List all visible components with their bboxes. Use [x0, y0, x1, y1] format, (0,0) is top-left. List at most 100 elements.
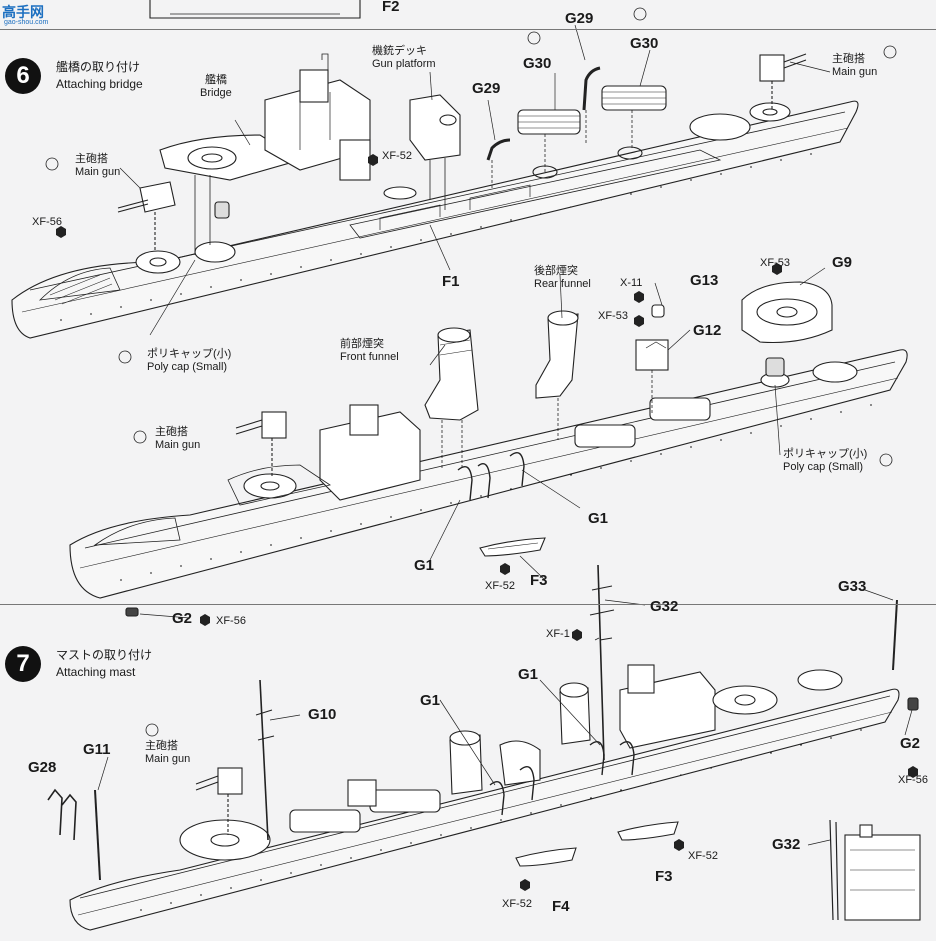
part-g11: G11: [83, 741, 111, 758]
part-g2: G2: [172, 610, 193, 627]
step7-number: 7: [5, 646, 41, 682]
part-g13: G13: [690, 272, 719, 289]
bridge-label-jp: 艦橋: [205, 74, 227, 86]
g1-davits-a: [457, 452, 525, 501]
f3-boat-part: [479, 537, 546, 557]
step7-main-gun-label-jp: 主砲搭: [145, 740, 178, 752]
main-gun-part-d: [195, 767, 243, 835]
divider-middle: [0, 604, 936, 605]
part-xf52-step7-a: XF-52: [688, 850, 718, 862]
part-f1: F1: [442, 273, 460, 290]
main-gun-label-jp-c: 主砲搭: [155, 426, 188, 438]
main-gun-label-en-a: Main gun: [75, 166, 121, 178]
paint-markers: [56, 154, 918, 891]
g11-mast: [94, 789, 101, 881]
part-xf53-a: XF-53: [598, 310, 628, 322]
main-gun-label-jp-a: 主砲搭: [75, 153, 108, 165]
g29-part-b: [582, 66, 601, 145]
part-xf52-a: XF-52: [382, 150, 412, 162]
g10-mast: [255, 679, 275, 841]
polycap-symbols: [45, 7, 897, 737]
g2-part-b: [907, 697, 919, 711]
rear-funnel-part: [535, 310, 579, 440]
polycap-label-en-a: Poly cap (Small): [147, 361, 228, 373]
front-funnel-part: [424, 327, 479, 470]
part-g33: G33: [838, 578, 867, 595]
watermark-url: gao-shou.com: [4, 19, 49, 26]
polycap-label-jp-b: ポリキャップ(小): [783, 448, 868, 460]
part-f3-step7: F3: [655, 868, 673, 885]
step6-ship-lower: [69, 349, 908, 599]
main-gun-part-a: [117, 181, 176, 250]
step6-title-en: Attaching bridge: [56, 77, 143, 91]
g28-parts: [47, 788, 77, 841]
main-gun-label-en-b: Main gun: [832, 66, 878, 78]
part-g2-step7: G2: [900, 735, 921, 752]
part-xf53-b: XF-53: [760, 257, 790, 269]
main-gun-part-c: [235, 411, 287, 478]
step7-title-en: Attaching mast: [56, 665, 136, 679]
part-g30-b: G30: [630, 35, 659, 52]
part-g9: G9: [832, 254, 853, 271]
polycap-label-jp-a: ポリキャップ(小): [147, 348, 232, 360]
main-gun-label-en-c: Main gun: [155, 439, 201, 451]
g33-mast: [892, 599, 898, 671]
rear-funnel-label-en: Rear funnel: [534, 278, 591, 290]
f4-boat-part: [515, 847, 577, 867]
g9-part: [741, 281, 833, 343]
gun-platform-label-jp: 機銃デッキ: [372, 45, 427, 57]
main-gun-label-jp-b: 主砲搭: [832, 53, 865, 65]
part-xf56-step7: XF-56: [898, 774, 928, 786]
g30-part-a: [517, 109, 581, 172]
part-g12: G12: [693, 322, 722, 339]
step7-ship: [69, 664, 900, 931]
part-g1-step7-a: G1: [420, 692, 441, 709]
g13-part: [651, 304, 665, 318]
part-xf52-b: XF-52: [485, 580, 515, 592]
divider-top: [0, 29, 936, 30]
g32-inset: [829, 819, 921, 921]
step7-main-gun-label-en: Main gun: [145, 753, 191, 765]
step6-title-jp: 艦橋の取り付け: [56, 60, 141, 74]
part-f3: F3: [530, 572, 548, 589]
part-g29-a: G29: [565, 10, 594, 27]
gun-platform-label-en: Gun platform: [372, 58, 436, 70]
g12-part: [635, 339, 669, 415]
part-g1-b: G1: [588, 510, 609, 527]
part-g32: G32: [650, 598, 679, 615]
part-f4: F4: [552, 898, 570, 915]
gun-platform-part: [409, 94, 461, 210]
g30-part-b: [601, 85, 667, 150]
main-gun-part-b: [759, 53, 807, 110]
part-xf56-a: XF-56: [32, 216, 62, 228]
g2-part: [125, 607, 139, 617]
step6-number: 6: [5, 58, 41, 94]
part-xf56-b: XF-56: [216, 615, 246, 627]
front-funnel-label-jp: 前部煙突: [340, 338, 384, 350]
polycap-label-en-b: Poly cap (Small): [783, 461, 864, 473]
part-g30-a: G30: [523, 55, 552, 72]
bridge-label-en: Bridge: [200, 87, 232, 99]
step7-title-jp: マストの取り付け: [56, 648, 153, 662]
part-xf1: XF-1: [546, 628, 570, 640]
f3-boat-part-b: [617, 821, 679, 841]
rear-funnel-label-jp: 後部煙突: [534, 265, 578, 277]
part-g29-b: G29: [472, 80, 501, 97]
g1-davits-b: [489, 741, 635, 816]
bridge-part: [159, 53, 371, 255]
previous-step-hull: [149, 0, 361, 19]
part-g28: G28: [28, 759, 57, 776]
part-xf52-step7-b: XF-52: [502, 898, 532, 910]
part-g1-step7-b: G1: [518, 666, 539, 683]
part-f2: F2: [382, 0, 400, 15]
part-g32-inset: G32: [772, 836, 801, 853]
part-g10: G10: [308, 706, 337, 723]
part-x11: X-11: [620, 277, 643, 289]
step6-ship-upper: [11, 100, 859, 339]
watermark-logo: 高手网: [2, 4, 44, 20]
part-g1-a: G1: [414, 557, 435, 574]
g32-mast: [589, 564, 615, 761]
g29-part-a: [486, 138, 511, 190]
front-funnel-label-en: Front funnel: [340, 351, 399, 363]
